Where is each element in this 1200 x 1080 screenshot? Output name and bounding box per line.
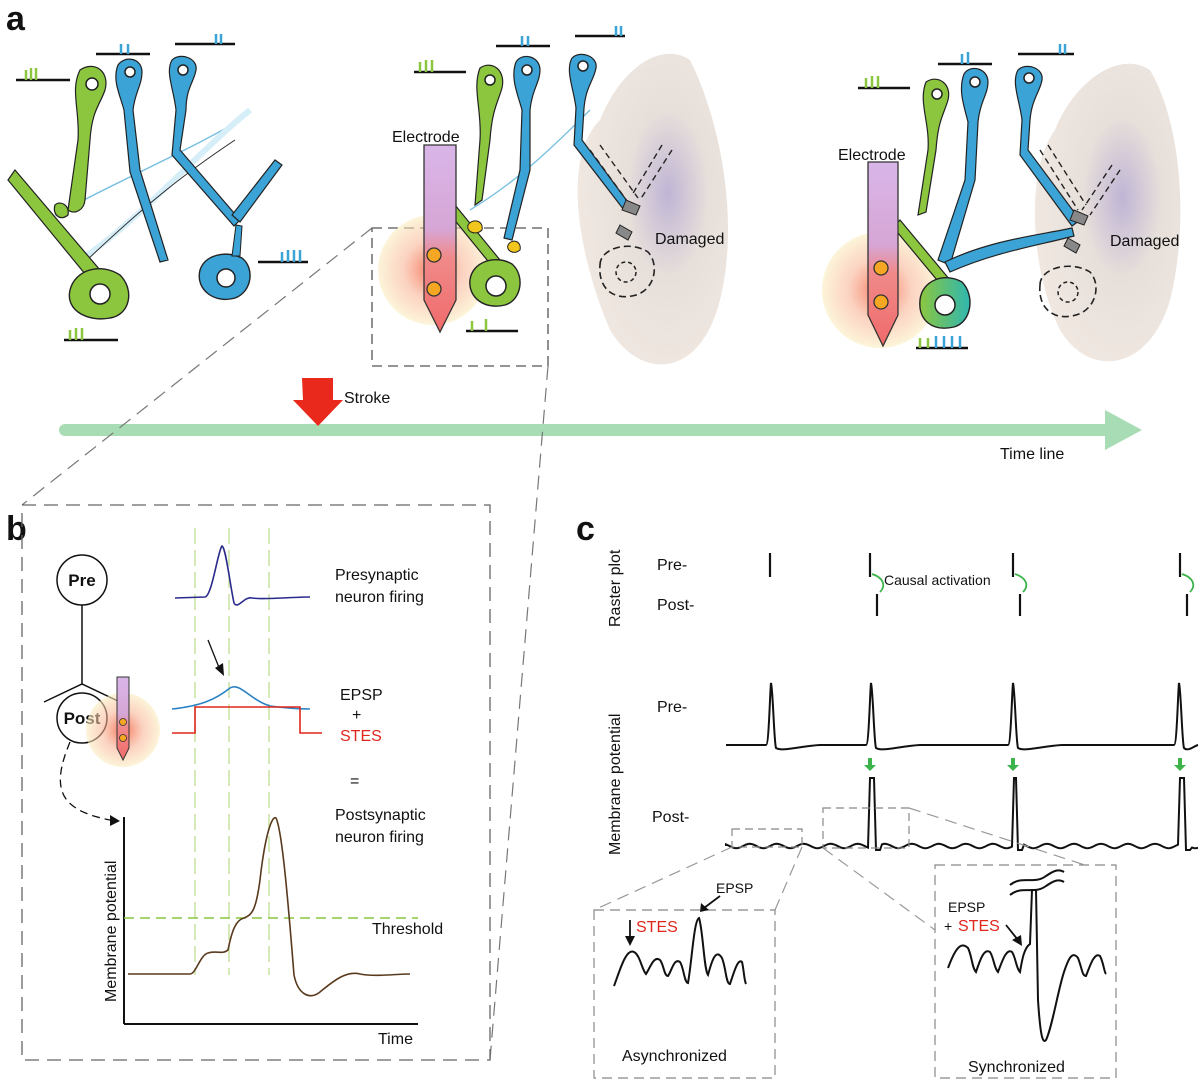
network-healthy: [7, 34, 308, 342]
b-x-axis-label: Time: [378, 1031, 413, 1048]
raster-post-label: Post-: [657, 597, 694, 614]
damaged-label-2: Damaged: [1110, 233, 1179, 250]
network-recovered: Electrode Damaged: [822, 44, 1181, 362]
membrane-potential-label: Membrane potential: [607, 714, 624, 855]
mp-pre-label: Pre-: [657, 699, 687, 716]
threshold-label: Threshold: [372, 921, 443, 938]
plus-label: +: [352, 707, 361, 724]
electrode-2: [867, 161, 899, 348]
postsynaptic-trace: [128, 817, 411, 997]
presynaptic-trace: [174, 545, 311, 606]
sync-trace: [947, 889, 1107, 1042]
asynchronized-label: Asynchronized: [622, 1048, 727, 1065]
epsp-trace: [171, 686, 311, 710]
electrode-label-2: Electrode: [838, 147, 906, 164]
epsp-label: EPSP: [340, 687, 383, 704]
panel-b-frame: [21, 504, 491, 1061]
raster-pre-label: Pre-: [657, 557, 687, 574]
async-trace: [613, 916, 747, 987]
post-membrane-trace: [725, 777, 1199, 851]
timeline: Stroke Time line: [59, 378, 1142, 463]
stes-trace: [172, 706, 322, 734]
async-zoom-box: [731, 828, 803, 848]
presynaptic-label-2: neuron firing: [335, 589, 424, 606]
mp-post-label: Post-: [652, 809, 689, 826]
async-stes-label: STES: [636, 919, 678, 936]
sync-inset: [934, 864, 1117, 1079]
damaged-region-2: [1034, 63, 1181, 362]
stroke-label: Stroke: [344, 390, 390, 407]
postsynaptic-label-1: Postsynaptic: [335, 807, 426, 824]
pre-label: Pre: [68, 571, 95, 590]
presynaptic-label-1: Presynaptic: [335, 567, 419, 584]
synchronized-label: Synchronized: [968, 1059, 1065, 1076]
async-inset: [593, 909, 776, 1079]
timeline-label: Time line: [1000, 446, 1064, 463]
panel-a-letter: a: [6, 0, 26, 38]
sync-epsp-label: EPSP: [948, 899, 985, 915]
raster-ticks: [768, 553, 1189, 616]
causal-activation-label: Causal activation: [884, 572, 991, 588]
sync-stes-label: STES: [958, 918, 1000, 935]
damaged-label: Damaged: [655, 231, 724, 248]
stes-label: STES: [340, 728, 382, 745]
panel-c-letter: c: [576, 510, 595, 548]
electrode-label: Electrode: [392, 129, 460, 146]
electrode: [423, 144, 457, 334]
postsynaptic-label-2: neuron firing: [335, 829, 424, 846]
stroke-arrow: [293, 378, 343, 426]
async-epsp-label: EPSP: [716, 880, 753, 896]
b-y-axis-label: Membrane potential: [103, 861, 120, 1002]
sync-plus-label: +: [944, 918, 952, 934]
raster-plot-label: Raster plot: [607, 549, 624, 627]
damaged-region: [577, 53, 729, 365]
sync-zoom-box: [822, 807, 910, 849]
network-after-stroke: Electrode Damaged: [371, 26, 729, 367]
panel-b-letter: b: [6, 510, 27, 548]
equals-label: =: [350, 773, 359, 790]
pre-membrane-trace: [726, 682, 1199, 751]
